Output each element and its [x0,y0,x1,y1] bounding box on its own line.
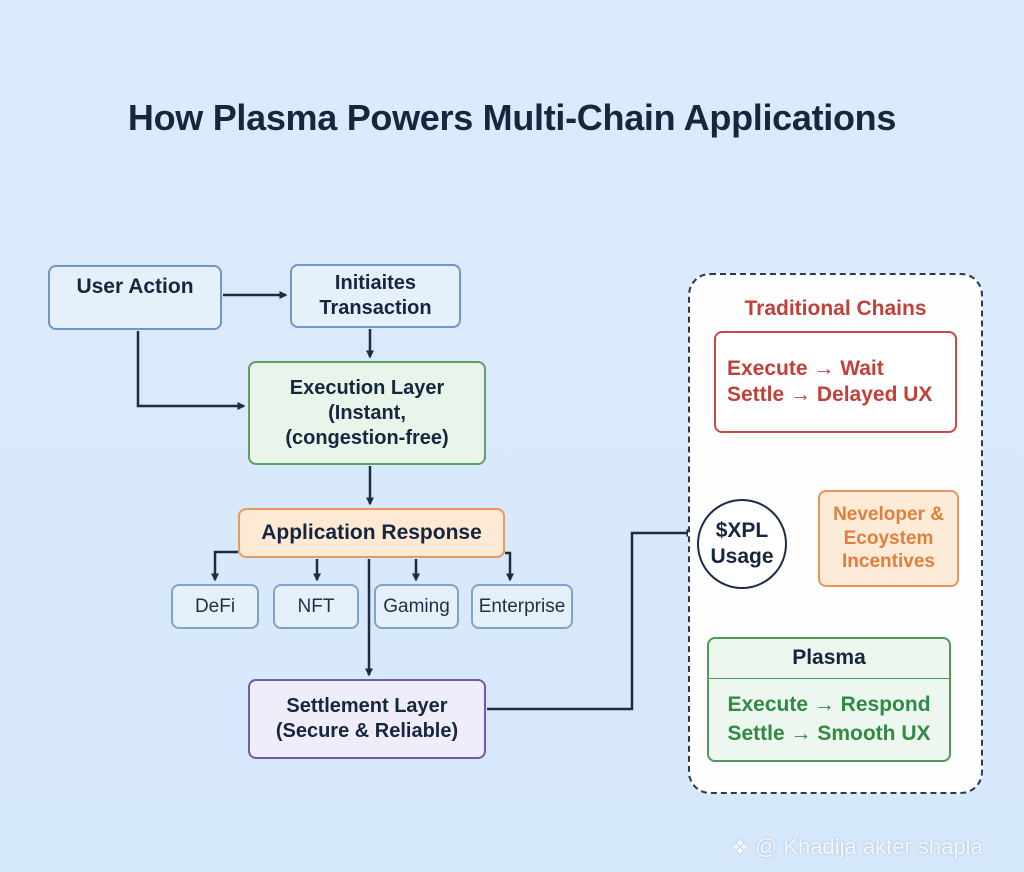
execution-layer-node: Execution Layer (Instant, (congestion-fr… [248,361,486,465]
xpl-usage-node: $XPL Usage [697,499,787,589]
settlement-line-2: (Secure & Reliable) [275,720,459,742]
watermark: ❖ @ Khadija akter shapla [731,834,983,860]
application-response-label: Application Response [261,520,482,544]
xpl-line-1: $XPL [715,518,769,542]
traditional-line-1: Execute → Wait [727,356,884,380]
user-action-label: User Action [76,275,194,298]
arrow-app-to-defi [211,550,238,582]
execution-line-2: (Instant, [328,401,406,424]
xpl-line-2: Usage [710,545,774,568]
binance-diamond-icon: ❖ [731,836,749,859]
plasma-line-1: Execute → Respond [727,693,931,717]
plasma-body: Execute → Respond Settle → Smooth UX [727,679,930,760]
initiates-line-1: Initiaites [334,272,417,294]
execution-line-1: Execution Layer [289,376,445,399]
settlement-line-1: Settlement Layer [286,695,448,717]
diagram-title: How Plasma Powers Multi-Chain Applicatio… [127,97,897,138]
settlement-layer-node: Settlement Layer (Secure & Reliable) [248,679,486,759]
user-action-node: User Action [48,265,222,330]
app-label: Enterprise [478,595,566,617]
plasma-line-2: Settle → Smooth UX [727,721,931,745]
traditional-chains-box: Execute → Wait Settle → Delayed UX [714,331,957,433]
traditional-line-2: Settle → Delayed UX [727,383,933,406]
incentives-line-3: Incentives [842,551,935,573]
execution-line-3: (congestion-free) [285,426,449,449]
app-node-enterprise: Enterprise [471,584,573,629]
app-node-defi: DeFi [171,584,259,629]
initiates-transaction-node: Initiaites Transaction [290,264,461,328]
initiates-line-2: Transaction [319,297,432,319]
app-label: NFT [297,595,335,617]
plasma-title: Plasma [709,639,949,679]
arrow-user-to-exec [136,331,246,410]
arrow-app-to-enterprise [505,551,514,582]
app-label: Gaming [383,595,450,617]
incentives-node: Neveloper & Ecoystem Incentives [818,490,959,587]
app-node-gaming: Gaming [374,584,459,629]
incentives-line-1: Neveloper & [833,503,944,525]
plasma-box: Plasma Execute → Respond Settle → Smooth… [707,637,951,762]
watermark-text: @ Khadija akter shapla [754,834,983,859]
app-label: DeFi [194,595,236,617]
app-node-nft: NFT [273,584,359,629]
traditional-chains-title: Traditional Chains [744,297,927,320]
application-response-node: Application Response [238,508,505,558]
incentives-line-2: Ecoystem [843,527,934,549]
